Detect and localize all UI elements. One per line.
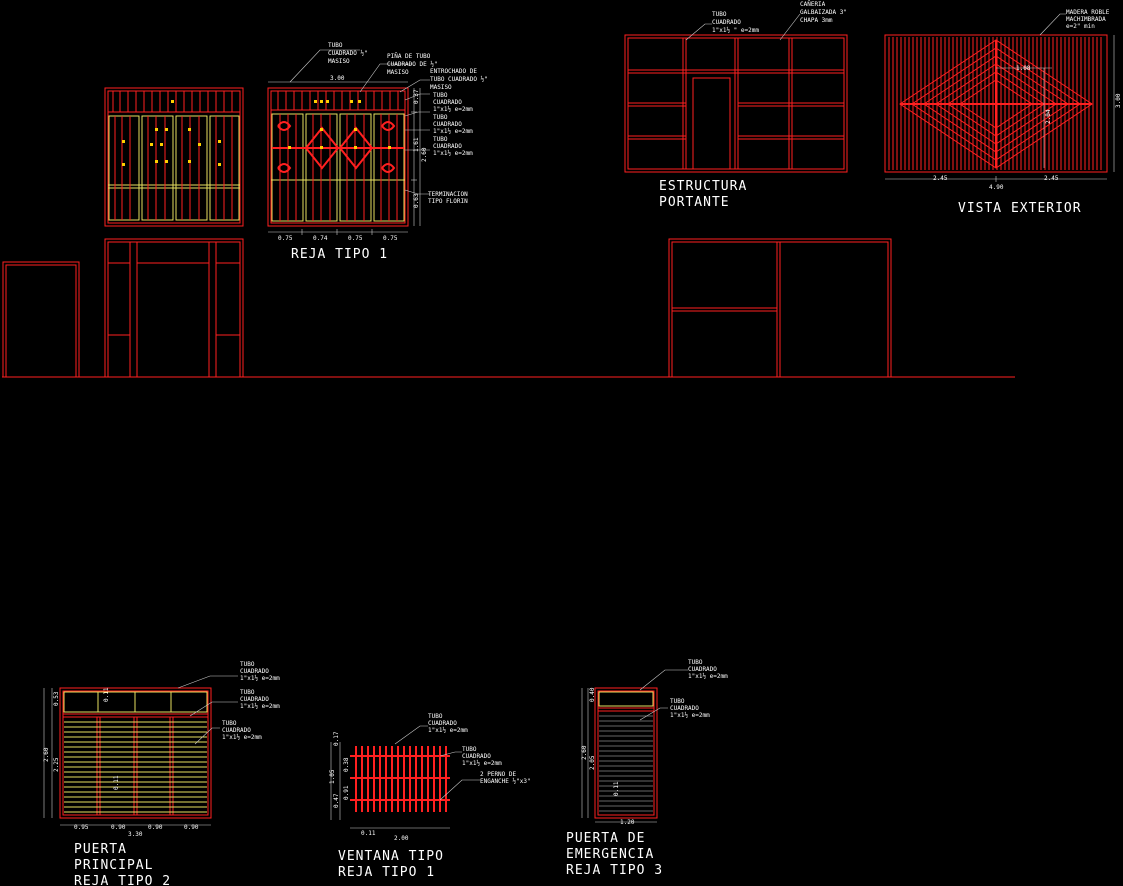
estructura-title-2: PORTANTE (659, 195, 730, 210)
reja-tipo-1-title: REJA TIPO 1 (291, 247, 388, 262)
dim-reja-r3: 0.63 (413, 193, 420, 208)
dim-vista-b3: 2.45 (1044, 175, 1059, 182)
puerta-emergencia (581, 669, 688, 823)
note-pp-tubo-3: TUBO CUADRADO 1"x1½ e=2mm (222, 720, 262, 741)
pp-title-1: PUERTA (74, 842, 127, 857)
dim-reja-rtotal: 2.60 (421, 147, 428, 162)
pp-title-2: PRINCIPAL (74, 858, 153, 873)
dim-reja-top: 3.00 (330, 75, 345, 82)
note-tubo-b: TUBO CUADRADO 1"x1½ e=2mm (433, 114, 473, 135)
dim-e-l2: 2.60 (581, 745, 588, 760)
dim-e-l3: 2.05 (589, 755, 596, 770)
dim-e-bottom: 1.20 (620, 819, 635, 826)
estructura-portante (624, 13, 848, 173)
dim-v-b2: 2.00 (394, 835, 409, 842)
dim-pp-l3: 2.25 (53, 757, 60, 772)
dim-v-inner: 0.38 (343, 757, 350, 772)
puerta-principal (43, 675, 238, 826)
reja-tipo-1-detail (267, 49, 430, 235)
dim-reja-b1: 0.75 (278, 235, 293, 242)
dim-v-l4: 0.91 (343, 785, 350, 800)
note-tubo-estructura: TUBO CUADRADO 1"x1½ " e=2mm (712, 11, 759, 34)
emergencia-title-1: PUERTA DE (566, 831, 645, 846)
note-e-tubo-1: TUBO CUADRADO 1"x1½ e=2mm (688, 659, 728, 680)
note-entrochado: ENTROCHADO DE TUBO CUADRADO ½" MASISO (430, 68, 491, 91)
dim-vista-b2: 4.90 (989, 184, 1004, 191)
dim-pp-b4: 0.90 (184, 824, 199, 831)
dim-v-l1: 0.17 (333, 731, 340, 746)
dim-pp-i1: 0.11 (103, 687, 110, 702)
reja-elevation-left (104, 87, 244, 227)
note-v-tubo-2: TUBO CUADRADO 1"x1½ e=2mm (462, 746, 502, 767)
dim-vista-center: 2.04 (1045, 109, 1052, 124)
note-terminacion: TERMINACION TIPO FLORIN (428, 191, 471, 205)
right-elevation (668, 238, 892, 378)
dim-pp-total: 3.30 (128, 831, 143, 838)
note-tubo-a: TUBO CUADRADO 1"x1½ e=2mm (433, 92, 473, 113)
dim-reja-r1: 0.37 (413, 89, 420, 104)
note-tubo-macizo: TUBO CUADRADO ½" MASISO (328, 42, 371, 65)
note-caneria: CAÑERIA GALBAIZADA 3" CHAPA 3mm (800, 1, 851, 24)
dim-vista-top: 1.08 (1016, 65, 1031, 72)
note-v-tubo-1: TUBO CUADRADO 1"x1½ e=2mm (428, 713, 468, 734)
dim-v-l3: 0.47 (333, 793, 340, 808)
note-tubo-c: TUBO CUADRADO 1"x1½ e=2mm (433, 136, 473, 157)
note-e-tubo-2: TUBO CUADRADO 1"x1½ e=2mm (670, 698, 710, 719)
dim-pp-b3: 0.90 (148, 824, 163, 831)
dim-reja-b2: 0.74 (313, 235, 328, 242)
dim-reja-r2: 1.61 (413, 137, 420, 152)
ventana-tipo (330, 725, 480, 829)
estructura-title-1: ESTRUCTURA (659, 179, 747, 194)
pp-title-3: REJA TIPO 2 (74, 874, 171, 886)
dim-pp-b1: 0.95 (74, 824, 89, 831)
note-pp-tubo-1: TUBO CUADRADO 1"x1½ e=2mm (240, 661, 280, 682)
dim-e-l1: 0.40 (589, 687, 596, 702)
vista-exterior-title: VISTA EXTERIOR (958, 201, 1082, 216)
dim-pp-l2: 2.60 (43, 747, 50, 762)
note-pina: PIÑA DE TUBO CUADRADO DE ½" MASISO (387, 53, 441, 76)
dim-vista-b1: 2.45 (933, 175, 948, 182)
dim-pp-i2: 0.11 (113, 775, 120, 790)
ventana-title-2: REJA TIPO 1 (338, 865, 435, 880)
dim-e-inner: 0.11 (613, 781, 620, 796)
dim-pp-l1: 0.53 (53, 691, 60, 706)
note-madera: MADERA ROBLE MACHIMBRADA e=2" min (1066, 9, 1113, 30)
ventana-title-1: VENTANA TIPO (338, 849, 444, 864)
emergencia-title-2: EMERGENCIA (566, 847, 654, 862)
dim-reja-b3: 0.75 (348, 235, 363, 242)
note-pp-tubo-2: TUBO CUADRADO 1"x1½ e=2mm (240, 689, 280, 710)
dim-reja-b4: 0.75 (383, 235, 398, 242)
note-v-perno: 2 PERNO DE ENGANCHE ½"x3" (480, 771, 531, 785)
vista-exterior (884, 13, 1115, 182)
left-elevation-frame (104, 238, 244, 378)
left-elevation-box (2, 261, 80, 378)
emergencia-title-3: REJA TIPO 3 (566, 863, 663, 878)
dim-v-b1: 0.11 (361, 830, 376, 837)
dim-v-l2: 1.05 (329, 769, 336, 784)
dim-vista-right: 3.00 (1115, 93, 1122, 108)
dim-pp-b2: 0.90 (111, 824, 126, 831)
